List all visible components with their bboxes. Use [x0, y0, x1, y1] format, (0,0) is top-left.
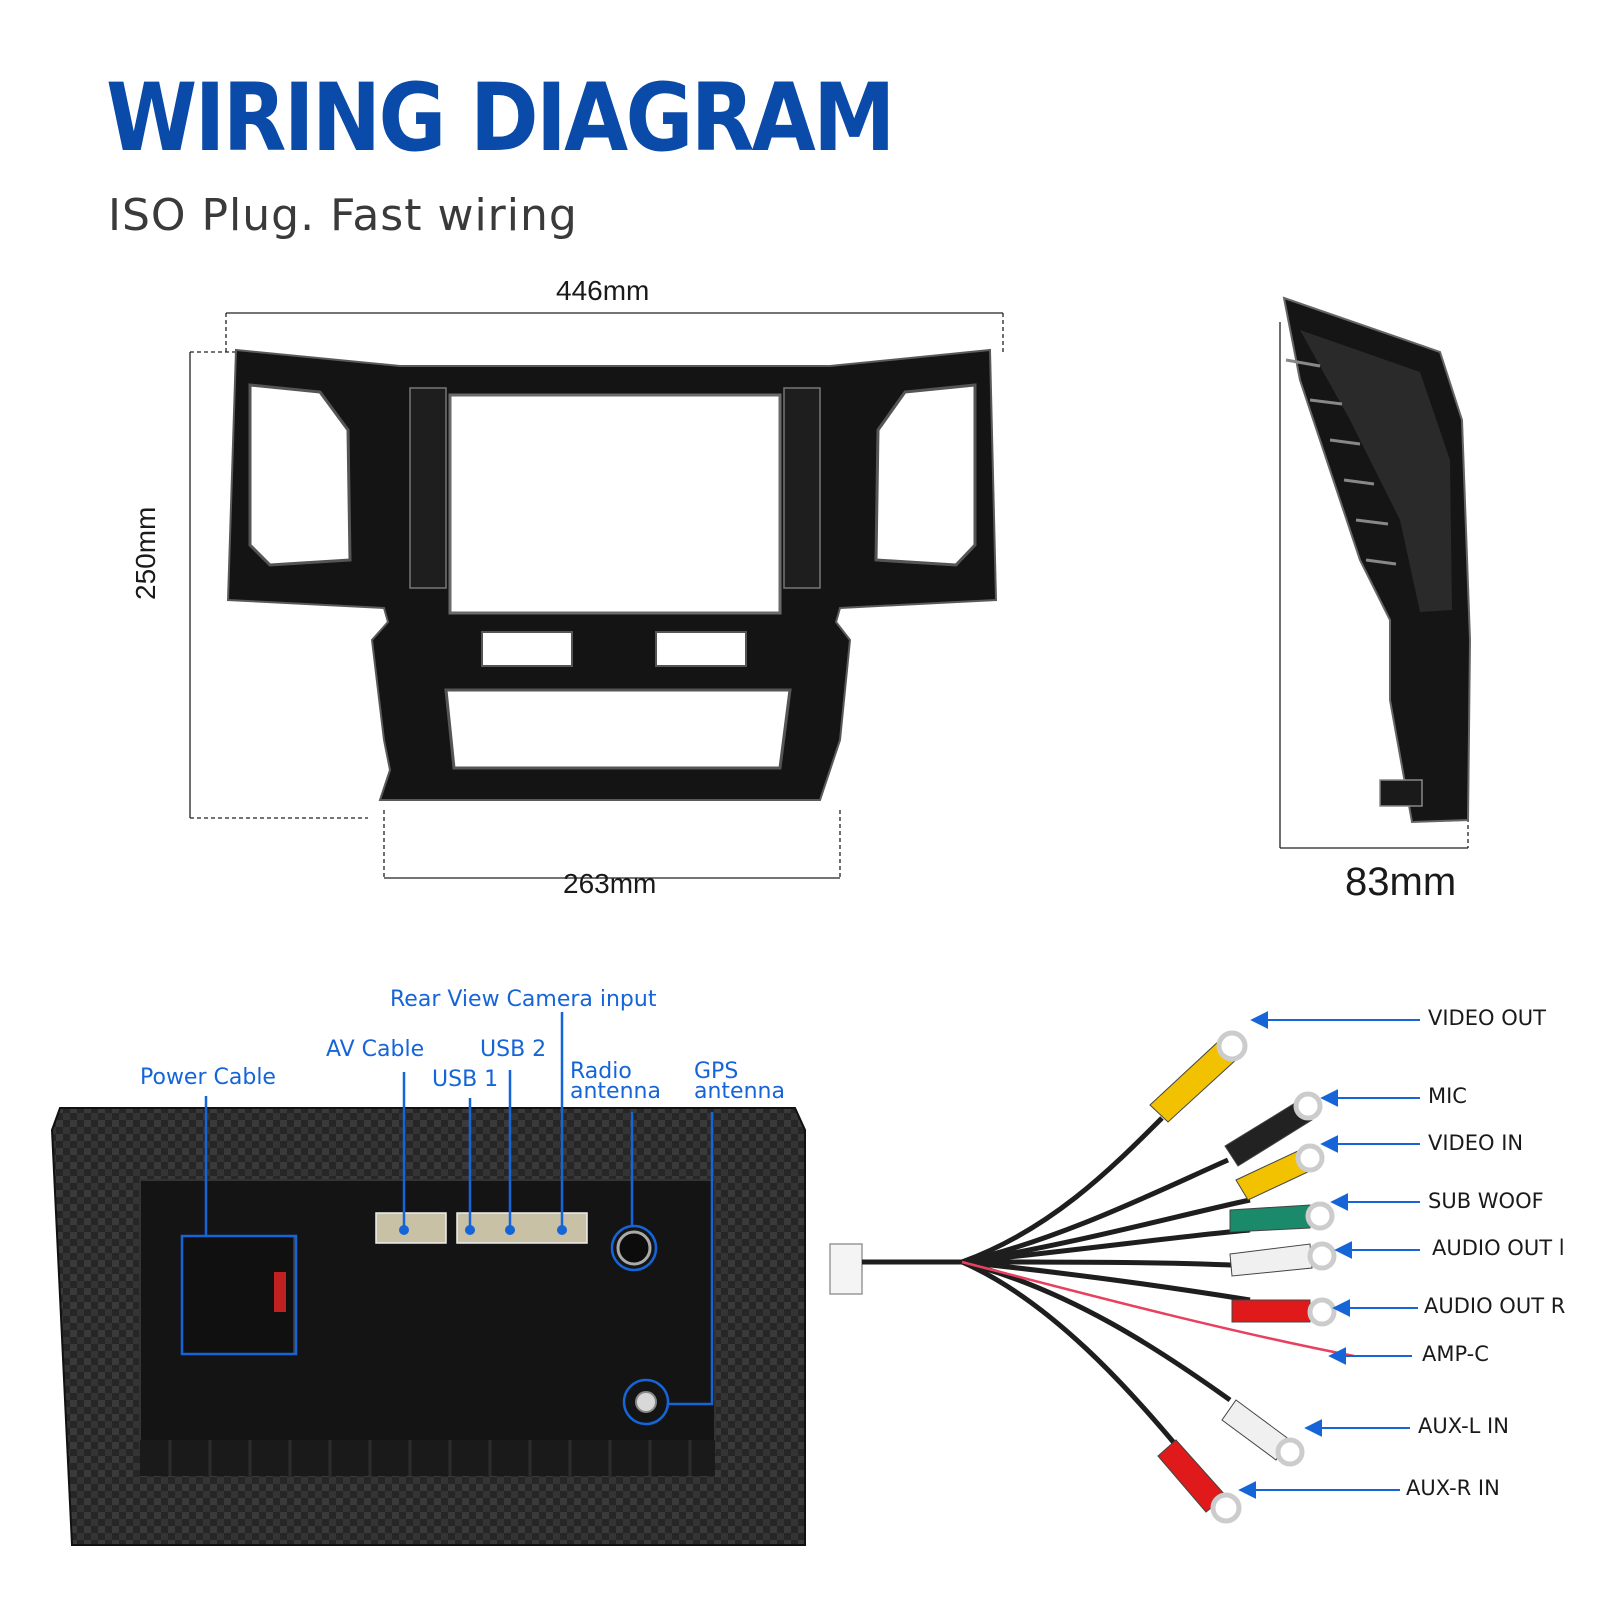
sub-woof-label: SUB WOOF: [1428, 1189, 1544, 1213]
rca-harness: [829, 1030, 1355, 1524]
gps-antenna-label-line1: GPS: [694, 1059, 739, 1084]
audio-out-r-label: AUDIO OUT R: [1424, 1294, 1566, 1318]
bottom-width-dimension-label: 263mm: [563, 868, 657, 899]
rear-camera-label: Rear View Camera input: [390, 987, 657, 1012]
av-cable-label: AV Cable: [326, 1037, 425, 1062]
page-subtitle: ISO Plug. Fast wiring: [108, 190, 578, 241]
height-dimension-label: 250mm: [130, 506, 161, 600]
video-out-label: VIDEO OUT: [1428, 1006, 1546, 1030]
depth-dimension-label: 83mm: [1345, 860, 1457, 904]
video-in-label: VIDEO IN: [1428, 1131, 1524, 1155]
radio-antenna-label: Radio antenna: [570, 1059, 661, 1104]
dash-frame-side: [1282, 296, 1472, 824]
dimension-lines: [189, 312, 1469, 879]
radio-antenna-label-line2: antenna: [570, 1079, 661, 1104]
port-callouts: [180, 1012, 714, 1426]
mic-label: MIC: [1428, 1084, 1467, 1108]
aux-l-in-label: AUX-L IN: [1418, 1414, 1509, 1438]
audio-out-l-label: AUDIO OUT l: [1432, 1236, 1565, 1260]
cable-arrows: [1238, 1011, 1420, 1499]
aux-r-in-label: AUX-R IN: [1406, 1476, 1500, 1500]
usb1-label: USB 1: [432, 1067, 499, 1092]
power-cable-label: Power Cable: [140, 1065, 276, 1090]
radio-antenna-label-line1: Radio: [570, 1059, 632, 1084]
amp-c-label: AMP-C: [1422, 1342, 1489, 1366]
gps-antenna-label-line2: antenna: [694, 1079, 785, 1104]
gps-antenna-label: GPS antenna: [694, 1059, 785, 1104]
width-dimension-label: 446mm: [556, 275, 650, 306]
usb2-label: USB 2: [480, 1037, 547, 1062]
head-unit-back: [50, 1107, 806, 1546]
dash-frame-front: [226, 348, 998, 801]
page-title: WIRING DIAGRAM: [106, 64, 895, 173]
